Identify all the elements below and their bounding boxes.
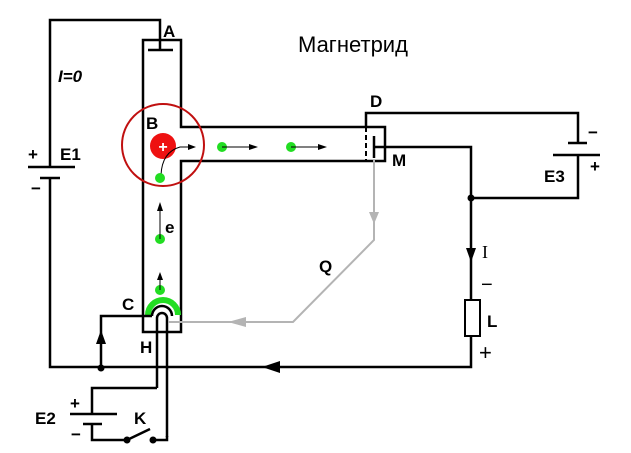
load-resistor xyxy=(464,299,481,337)
arrow-icon xyxy=(157,202,163,211)
e1-return-wire xyxy=(48,178,473,369)
arrow-icon xyxy=(188,144,196,150)
load-minus: − xyxy=(481,274,493,296)
e3-plus: + xyxy=(590,157,600,176)
e1-plus: + xyxy=(28,145,38,164)
label-a: A xyxy=(163,22,175,41)
electron xyxy=(155,173,165,183)
load-plus: + xyxy=(479,340,492,365)
switch-k[interactable] xyxy=(126,427,151,442)
label-e1: E1 xyxy=(60,145,81,164)
label-b: B xyxy=(146,114,158,133)
cathode-emission xyxy=(145,297,181,316)
junction xyxy=(467,194,475,202)
cathode xyxy=(150,304,174,317)
vertical-tube xyxy=(141,38,387,334)
anode-plate xyxy=(48,18,173,167)
e1-minus: − xyxy=(31,179,41,198)
cathode-wire xyxy=(99,314,152,368)
return-arrow-icon xyxy=(262,361,280,373)
heater-filament xyxy=(155,311,169,437)
label-k: K xyxy=(134,409,147,428)
e2-plus: + xyxy=(70,394,80,413)
diagram-title: Магнетрид xyxy=(298,32,408,57)
label-q: Q xyxy=(319,257,332,276)
e3-minus: − xyxy=(588,123,598,142)
label-h: H xyxy=(140,338,152,357)
electron-trajectory xyxy=(160,146,190,176)
label-l: L xyxy=(487,312,497,331)
d-wire xyxy=(364,111,580,143)
m-wire xyxy=(374,145,473,300)
label-e3: E3 xyxy=(544,167,565,186)
ion-plus-sign: + xyxy=(158,139,167,156)
label-e: e xyxy=(165,218,174,237)
label-d: D xyxy=(370,92,382,111)
beam-arrow-icon xyxy=(228,317,246,327)
label-e2: E2 xyxy=(35,409,56,428)
e3-wire xyxy=(471,155,580,200)
label-m: M xyxy=(392,151,406,170)
label-current: I xyxy=(482,242,488,262)
switch-contact xyxy=(149,436,157,444)
current-arrow-icon xyxy=(96,330,106,344)
arrow-icon xyxy=(157,272,163,280)
e2-minus: − xyxy=(71,425,81,444)
junction xyxy=(97,364,105,372)
arrow-icon xyxy=(249,144,258,150)
beam-arrow-icon xyxy=(369,212,379,224)
label-zero-current: I=0 xyxy=(58,67,83,86)
e2-return-wire xyxy=(90,424,169,442)
label-c: C xyxy=(122,295,134,314)
e2-wire xyxy=(90,386,157,414)
ion-return-path xyxy=(168,160,375,323)
current-arrow-icon xyxy=(466,248,476,262)
focus-circle xyxy=(121,103,205,187)
arrow-icon xyxy=(318,144,327,150)
